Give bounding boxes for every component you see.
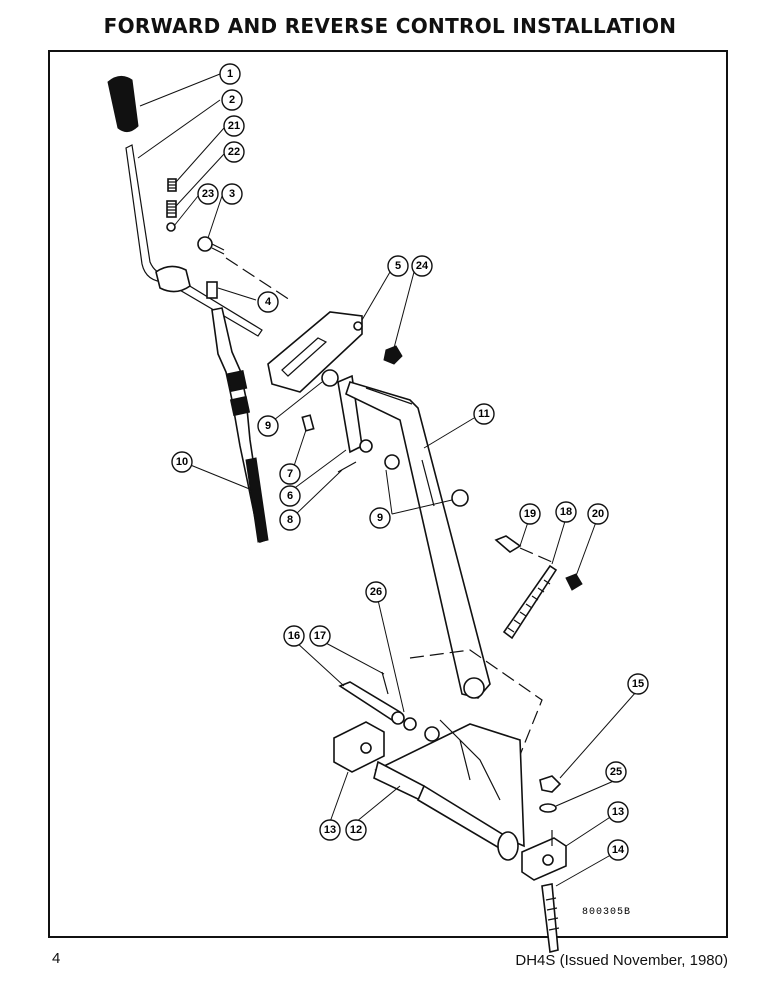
callout-12: 12 — [345, 819, 367, 841]
svg-text:13: 13 — [612, 806, 624, 818]
callout-18: 18 — [555, 501, 577, 523]
svg-text:15: 15 — [632, 678, 644, 690]
svg-text:2: 2 — [229, 94, 235, 106]
svg-text:19: 19 — [524, 508, 536, 520]
callout-1: 1 — [219, 63, 241, 85]
leader-lines — [137, 73, 637, 887]
svg-text:4: 4 — [265, 296, 272, 308]
callout-22: 22 — [223, 141, 245, 163]
callout-8: 8 — [279, 509, 301, 531]
callout-15: 15 — [627, 673, 649, 695]
svg-text:7: 7 — [287, 468, 293, 480]
callout-3: 3 — [221, 183, 243, 205]
callout-7: 7 — [279, 463, 301, 485]
page-title: FORWARD AND REVERSE CONTROL INSTALLATION — [103, 14, 677, 38]
callout-4: 4 — [257, 291, 279, 313]
pivot-bracket-12 — [373, 649, 543, 861]
ball-23 — [166, 222, 176, 232]
callout-14: 14 — [607, 839, 629, 861]
svg-text:24: 24 — [416, 260, 429, 272]
callout-25: 25 — [605, 761, 627, 783]
document-reference: DH4S (Issued November, 1980) — [515, 952, 728, 969]
pin-7 — [301, 414, 315, 432]
callout-21: 21 — [223, 115, 245, 137]
svg-text:10: 10 — [176, 456, 188, 468]
svg-text:16: 16 — [288, 630, 300, 642]
callout-16: 16 — [283, 625, 305, 647]
svg-text:11: 11 — [478, 408, 490, 420]
svg-text:23: 23 — [202, 188, 214, 200]
callout-20: 20 — [587, 503, 609, 525]
washers-9 — [384, 454, 469, 507]
diagram-frame — [48, 50, 728, 938]
svg-text:26: 26 — [370, 586, 382, 598]
callout-5: 5 — [387, 255, 409, 277]
callout-9b: 9 — [369, 507, 391, 529]
callout-6: 6 — [279, 485, 301, 507]
svg-text:1: 1 — [227, 68, 233, 80]
svg-text:14: 14 — [612, 844, 625, 856]
svg-text:12: 12 — [350, 824, 362, 836]
springs-and-ball — [166, 178, 177, 232]
spring-assembly — [494, 535, 583, 640]
callout-2: 2 — [221, 89, 243, 111]
page-number: 4 — [52, 950, 61, 967]
pin-16-and-washers — [338, 671, 440, 742]
lever-arm-11 — [345, 381, 491, 699]
cotter-pin-8 — [337, 461, 357, 473]
nut-24 — [383, 345, 403, 365]
svg-text:9: 9 — [265, 420, 271, 432]
fitting-4 — [206, 281, 218, 299]
svg-text:21: 21 — [228, 120, 240, 132]
callout-10: 10 — [171, 451, 193, 473]
callout-19: 19 — [519, 503, 541, 525]
svg-text:25: 25 — [610, 766, 622, 778]
svg-text:5: 5 — [395, 260, 401, 272]
bolt-3 — [197, 236, 291, 301]
control-lever-rod — [125, 144, 263, 337]
callout-24: 24 — [411, 255, 433, 277]
svg-text:8: 8 — [287, 514, 293, 526]
handle-grip — [107, 76, 139, 132]
svg-text:20: 20 — [592, 508, 604, 520]
svg-text:18: 18 — [560, 506, 572, 518]
control-cable — [211, 307, 269, 544]
figure-code: 800305B — [582, 907, 631, 918]
bolt-14-hardware — [539, 775, 562, 953]
callout-17: 17 — [309, 625, 331, 647]
bracket-plate-5 — [267, 311, 363, 393]
svg-text:3: 3 — [229, 188, 235, 200]
spring-22 — [166, 200, 177, 218]
block-13-left — [333, 721, 385, 773]
svg-text:9: 9 — [377, 512, 383, 524]
svg-text:6: 6 — [287, 490, 293, 502]
callout-9a: 9 — [257, 415, 279, 437]
block-13-right — [521, 837, 567, 881]
link-6 — [337, 374, 373, 454]
callout-11: 11 — [473, 403, 495, 425]
callout-23: 23 — [197, 183, 219, 205]
svg-text:22: 22 — [228, 146, 240, 158]
svg-text:13: 13 — [324, 824, 336, 836]
callout-26: 26 — [365, 581, 387, 603]
svg-text:17: 17 — [314, 630, 326, 642]
callout-13b: 13 — [319, 819, 341, 841]
callout-13a: 13 — [607, 801, 629, 823]
